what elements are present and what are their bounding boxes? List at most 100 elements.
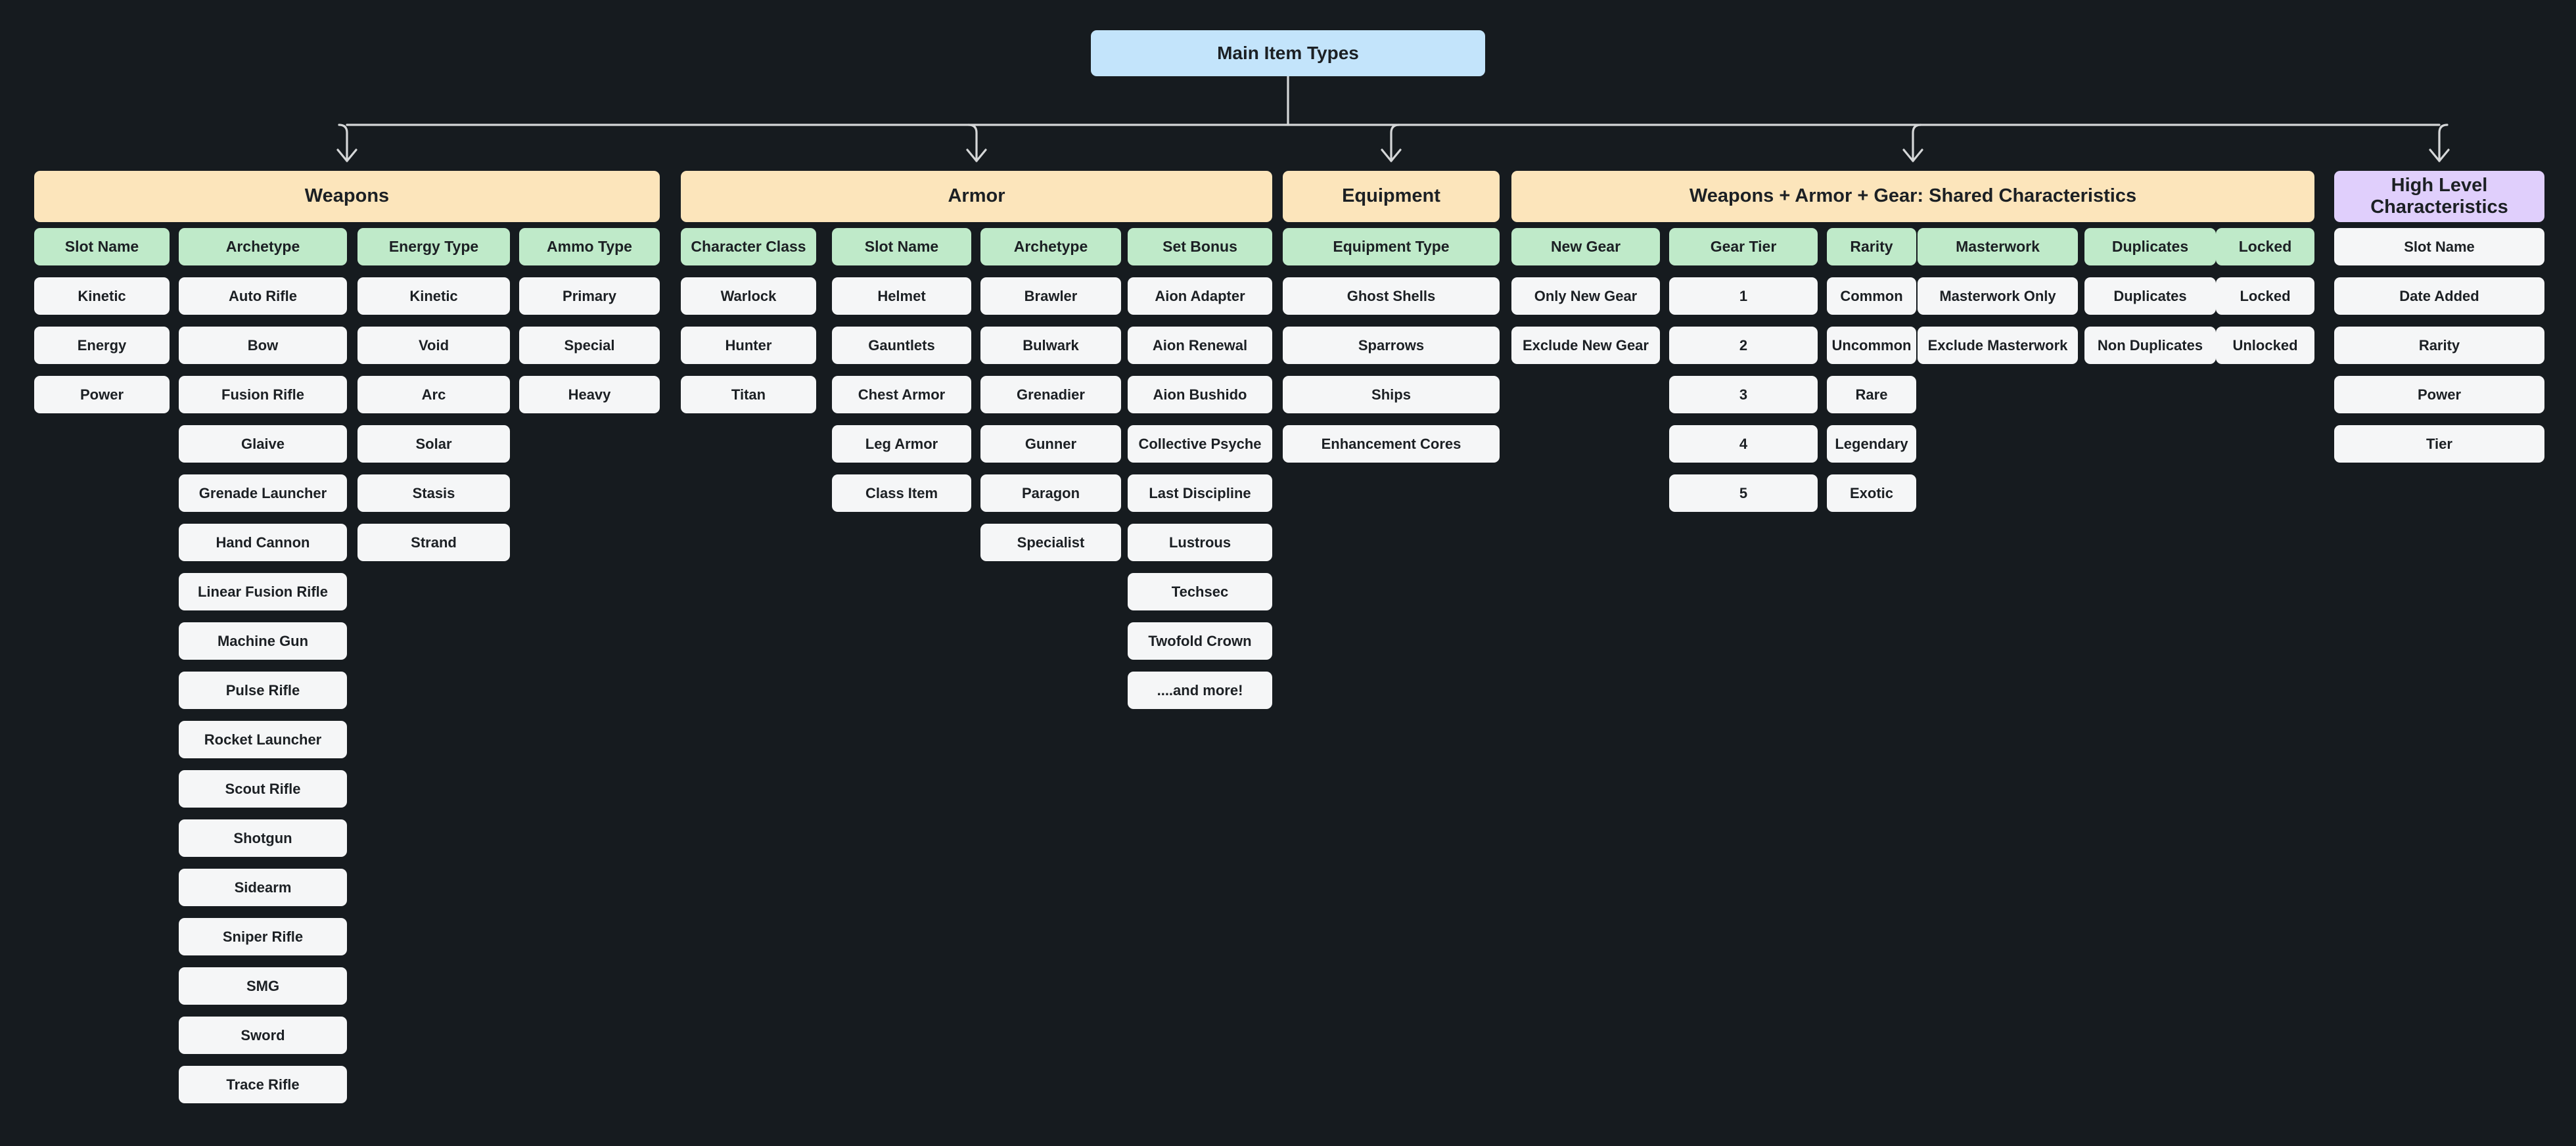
leaf-armor-archetype-grenadier[interactable]: Grenadier [980, 376, 1121, 413]
subheader-equipment-equipment-type[interactable]: Equipment Type [1283, 228, 1500, 265]
subheader-armor-set-bonus[interactable]: Set Bonus [1128, 228, 1272, 265]
leaf-weapons-archetype-scout-rifle[interactable]: Scout Rifle [179, 770, 347, 808]
leaf-weapons-ammo-type-special[interactable]: Special [519, 327, 660, 364]
leaf-weapons-energy-type-arc[interactable]: Arc [357, 376, 510, 413]
leaf-equipment-equipment-type-sparrows[interactable]: Sparrows [1283, 327, 1500, 364]
subheader-weapons-ammo-type[interactable]: Ammo Type [519, 228, 660, 265]
leaf-armor-slot-name-chest-armor[interactable]: Chest Armor [832, 376, 971, 413]
subheader-armor-slot-name[interactable]: Slot Name [832, 228, 971, 265]
leaf-weapons-archetype-linear-fusion-rifle[interactable]: Linear Fusion Rifle [179, 573, 347, 610]
leaf-shared-duplicates-duplicates[interactable]: Duplicates [2084, 277, 2216, 315]
leaf-weapons-archetype-hand-cannon[interactable]: Hand Cannon [179, 524, 347, 561]
leaf-shared-gear-tier-2[interactable]: 2 [1669, 327, 1818, 364]
leaf-shared-duplicates-non-duplicates[interactable]: Non Duplicates [2084, 327, 2216, 364]
leaf-weapons-energy-type-void[interactable]: Void [357, 327, 510, 364]
leaf-shared-new-gear-only-new-gear[interactable]: Only New Gear [1511, 277, 1660, 315]
leaf-high-level-high-level-power[interactable]: Power [2334, 376, 2544, 413]
leaf-weapons-slot-name-kinetic[interactable]: Kinetic [34, 277, 170, 315]
leaf-shared-gear-tier-4[interactable]: 4 [1669, 425, 1818, 463]
leaf-high-level-high-level-slot-name[interactable]: Slot Name [2334, 228, 2544, 265]
subheader-weapons-slot-name[interactable]: Slot Name [34, 228, 170, 265]
leaf-shared-rarity-rare[interactable]: Rare [1827, 376, 1916, 413]
leaf-weapons-slot-name-power[interactable]: Power [34, 376, 170, 413]
leaf-high-level-high-level-date-added[interactable]: Date Added [2334, 277, 2544, 315]
leaf-shared-gear-tier-5[interactable]: 5 [1669, 474, 1818, 512]
leaf-equipment-equipment-type-ghost-shells[interactable]: Ghost Shells [1283, 277, 1500, 315]
category-header-high-level[interactable]: High Level Characteristics [2334, 171, 2544, 222]
leaf-weapons-archetype-auto-rifle[interactable]: Auto Rifle [179, 277, 347, 315]
leaf-shared-gear-tier-1[interactable]: 1 [1669, 277, 1818, 315]
leaf-armor-slot-name-class-item[interactable]: Class Item [832, 474, 971, 512]
leaf-shared-rarity-legendary[interactable]: Legendary [1827, 425, 1916, 463]
subheader-weapons-archetype[interactable]: Archetype [179, 228, 347, 265]
subheader-shared-rarity[interactable]: Rarity [1827, 228, 1916, 265]
leaf-armor-set-bonus-aion-renewal[interactable]: Aion Renewal [1128, 327, 1272, 364]
leaf-armor-archetype-bulwark[interactable]: Bulwark [980, 327, 1121, 364]
leaf-weapons-archetype-trace-rifle[interactable]: Trace Rifle [179, 1066, 347, 1103]
leaf-equipment-equipment-type-enhancement-cores[interactable]: Enhancement Cores [1283, 425, 1500, 463]
leaf-shared-rarity-common[interactable]: Common [1827, 277, 1916, 315]
leaf-high-level-high-level-rarity[interactable]: Rarity [2334, 327, 2544, 364]
leaf-weapons-archetype-smg[interactable]: SMG [179, 967, 347, 1005]
subheader-shared-new-gear[interactable]: New Gear [1511, 228, 1660, 265]
subheader-shared-gear-tier[interactable]: Gear Tier [1669, 228, 1818, 265]
leaf-armor-archetype-brawler[interactable]: Brawler [980, 277, 1121, 315]
leaf-weapons-archetype-shotgun[interactable]: Shotgun [179, 819, 347, 857]
leaf-shared-masterwork-masterwork-only[interactable]: Masterwork Only [1918, 277, 2078, 315]
leaf-armor-set-bonus-aion-adapter[interactable]: Aion Adapter [1128, 277, 1272, 315]
leaf-weapons-archetype-sidearm[interactable]: Sidearm [179, 869, 347, 906]
leaf-weapons-energy-type-stasis[interactable]: Stasis [357, 474, 510, 512]
leaf-armor-set-bonus-and-more[interactable]: ....and more! [1128, 672, 1272, 709]
leaf-armor-character-class-hunter[interactable]: Hunter [681, 327, 816, 364]
subheader-shared-masterwork[interactable]: Masterwork [1918, 228, 2078, 265]
leaf-armor-set-bonus-collective-psyche[interactable]: Collective Psyche [1128, 425, 1272, 463]
leaf-armor-slot-name-leg-armor[interactable]: Leg Armor [832, 425, 971, 463]
leaf-weapons-ammo-type-primary[interactable]: Primary [519, 277, 660, 315]
leaf-weapons-archetype-rocket-launcher[interactable]: Rocket Launcher [179, 721, 347, 758]
subheader-shared-locked[interactable]: Locked [2216, 228, 2314, 265]
leaf-weapons-slot-name-energy[interactable]: Energy [34, 327, 170, 364]
leaf-armor-set-bonus-last-discipline[interactable]: Last Discipline [1128, 474, 1272, 512]
leaf-shared-new-gear-exclude-new-gear[interactable]: Exclude New Gear [1511, 327, 1660, 364]
leaf-armor-archetype-paragon[interactable]: Paragon [980, 474, 1121, 512]
subheader-weapons-energy-type[interactable]: Energy Type [357, 228, 510, 265]
subheader-armor-character-class[interactable]: Character Class [681, 228, 816, 265]
leaf-armor-slot-name-gauntlets[interactable]: Gauntlets [832, 327, 971, 364]
leaf-armor-set-bonus-lustrous[interactable]: Lustrous [1128, 524, 1272, 561]
leaf-shared-rarity-exotic[interactable]: Exotic [1827, 474, 1916, 512]
category-header-armor[interactable]: Armor [681, 171, 1272, 222]
leaf-shared-masterwork-exclude-masterwork[interactable]: Exclude Masterwork [1918, 327, 2078, 364]
leaf-weapons-archetype-glaive[interactable]: Glaive [179, 425, 347, 463]
leaf-armor-set-bonus-aion-bushido[interactable]: Aion Bushido [1128, 376, 1272, 413]
root-node-main-item-types[interactable]: Main Item Types [1091, 30, 1485, 76]
leaf-armor-character-class-warlock[interactable]: Warlock [681, 277, 816, 315]
leaf-armor-set-bonus-twofold-crown[interactable]: Twofold Crown [1128, 622, 1272, 660]
category-header-shared[interactable]: Weapons + Armor + Gear: Shared Character… [1511, 171, 2314, 222]
leaf-armor-character-class-titan[interactable]: Titan [681, 376, 816, 413]
category-header-equipment[interactable]: Equipment [1283, 171, 1500, 222]
leaf-weapons-archetype-sword[interactable]: Sword [179, 1017, 347, 1054]
leaf-armor-slot-name-helmet[interactable]: Helmet [832, 277, 971, 315]
leaf-high-level-high-level-tier[interactable]: Tier [2334, 425, 2544, 463]
leaf-shared-locked-locked[interactable]: Locked [2216, 277, 2314, 315]
leaf-armor-archetype-specialist[interactable]: Specialist [980, 524, 1121, 561]
leaf-weapons-energy-type-solar[interactable]: Solar [357, 425, 510, 463]
leaf-shared-gear-tier-3[interactable]: 3 [1669, 376, 1818, 413]
leaf-weapons-archetype-pulse-rifle[interactable]: Pulse Rifle [179, 672, 347, 709]
leaf-weapons-archetype-bow[interactable]: Bow [179, 327, 347, 364]
leaf-weapons-ammo-type-heavy[interactable]: Heavy [519, 376, 660, 413]
category-header-weapons[interactable]: Weapons [34, 171, 660, 222]
leaf-weapons-archetype-fusion-rifle[interactable]: Fusion Rifle [179, 376, 347, 413]
leaf-weapons-energy-type-kinetic[interactable]: Kinetic [357, 277, 510, 315]
subheader-armor-archetype[interactable]: Archetype [980, 228, 1121, 265]
leaf-weapons-archetype-machine-gun[interactable]: Machine Gun [179, 622, 347, 660]
leaf-weapons-archetype-sniper-rifle[interactable]: Sniper Rifle [179, 918, 347, 955]
leaf-equipment-equipment-type-ships[interactable]: Ships [1283, 376, 1500, 413]
subheader-shared-duplicates[interactable]: Duplicates [2084, 228, 2216, 265]
leaf-shared-locked-unlocked[interactable]: Unlocked [2216, 327, 2314, 364]
leaf-shared-rarity-uncommon[interactable]: Uncommon [1827, 327, 1916, 364]
leaf-weapons-archetype-grenade-launcher[interactable]: Grenade Launcher [179, 474, 347, 512]
leaf-armor-set-bonus-techsec[interactable]: Techsec [1128, 573, 1272, 610]
leaf-armor-archetype-gunner[interactable]: Gunner [980, 425, 1121, 463]
leaf-weapons-energy-type-strand[interactable]: Strand [357, 524, 510, 561]
